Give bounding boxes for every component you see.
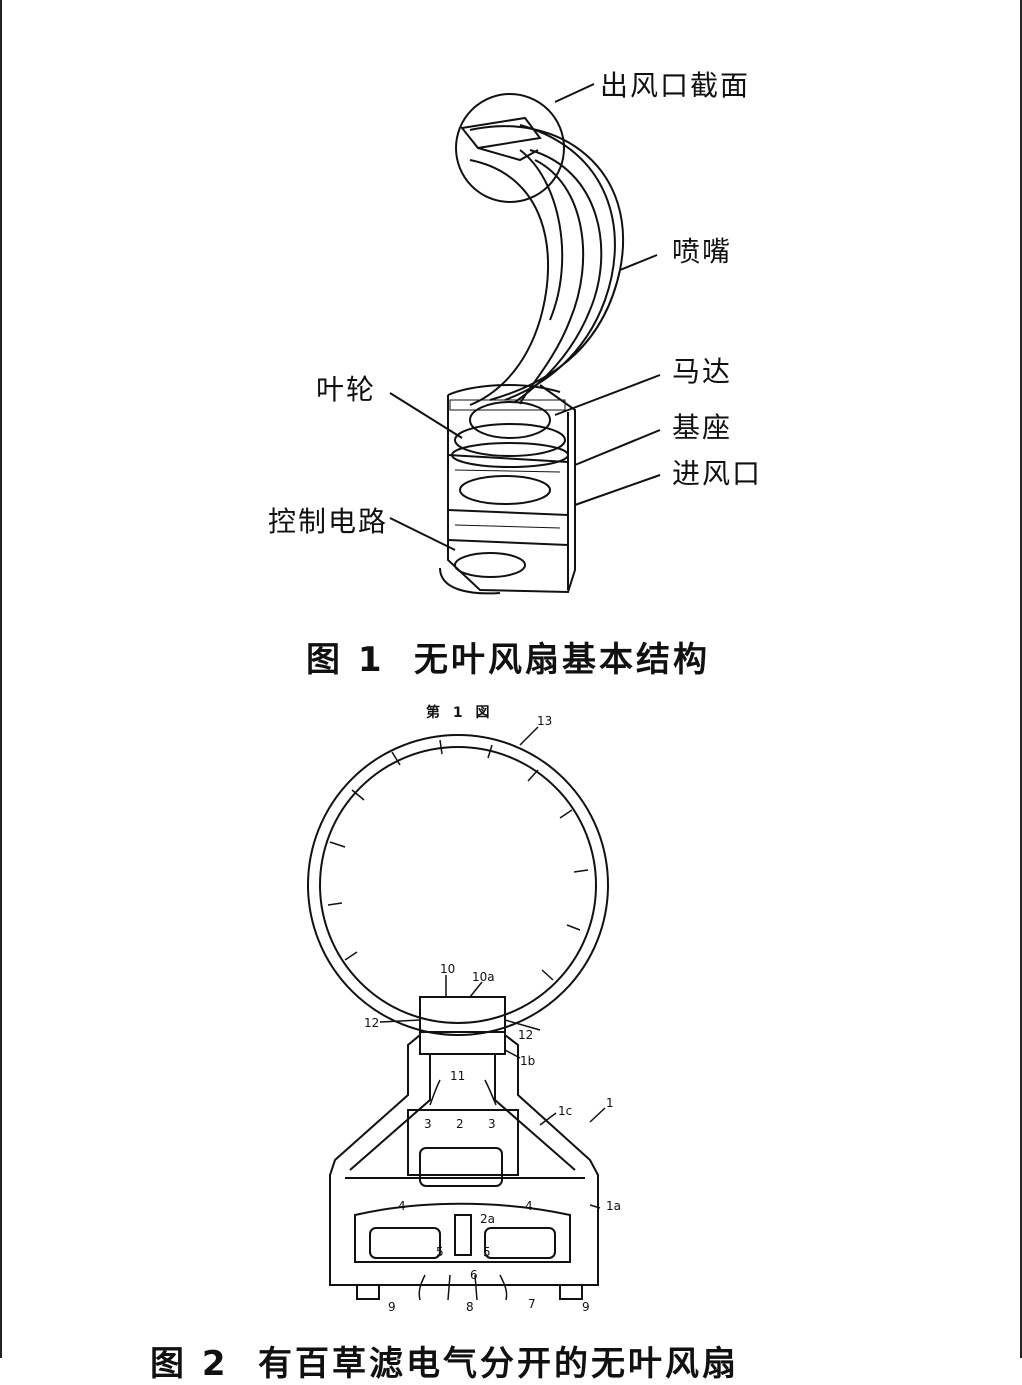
pointer-impeller	[389, 392, 463, 439]
part-10a: 10a	[472, 970, 495, 984]
part-12-right: 12	[518, 1028, 534, 1042]
figure1-caption-text: 无叶风扇基本结构	[414, 640, 710, 680]
impeller-housing	[354, 1202, 571, 1263]
foot-left	[356, 1284, 380, 1300]
part-12-left: 12	[364, 1016, 380, 1030]
part-1a: 1a	[606, 1199, 621, 1213]
part-10: 10	[440, 962, 456, 976]
ring-inner	[319, 746, 597, 1024]
nozzle-inner-curve	[469, 159, 550, 406]
label-nozzle: 喷嘴	[672, 235, 733, 268]
part-4-right: 4	[525, 1199, 533, 1213]
part-1b: 1b	[520, 1054, 536, 1068]
label-air-inlet: 进风口	[672, 457, 763, 490]
part-3-right: 3	[488, 1117, 496, 1131]
outlet-tip	[460, 116, 542, 150]
part-9-right: 9	[582, 1300, 590, 1314]
base-housing	[447, 384, 576, 594]
part-3-left: 3	[424, 1117, 432, 1131]
figure2-caption-text: 有百草滤电气分开的无叶风扇	[258, 1344, 739, 1384]
page-border-right	[1020, 0, 1022, 1358]
pointer-nozzle	[619, 254, 658, 271]
outlet-section-circle	[455, 93, 565, 203]
part-7: 7	[528, 1297, 536, 1311]
part-9-left: 9	[388, 1300, 396, 1314]
part-6: 6	[470, 1268, 478, 1282]
part-11: 11	[450, 1069, 466, 1083]
label-control-circuit: 控制电路	[268, 505, 389, 538]
part-8: 8	[466, 1300, 474, 1314]
figure1-drawing	[389, 83, 661, 595]
label-impeller: 叶轮	[316, 373, 377, 406]
control-circuit-shape	[454, 552, 526, 578]
figure1-caption-number: 图 1	[306, 640, 385, 680]
figure2-title: 第 1 図	[426, 705, 494, 721]
part-2a: 2a	[480, 1212, 495, 1226]
pointer-motor	[554, 374, 661, 416]
part-2: 2	[456, 1117, 464, 1131]
pointer-base	[574, 429, 661, 466]
part-4-left: 4	[398, 1199, 406, 1213]
ring-outer	[307, 734, 609, 1036]
page-border-left	[0, 0, 2, 1358]
part-1: 1	[606, 1096, 614, 1110]
label-base: 基座	[672, 411, 733, 444]
figure2-caption-number: 图 2	[150, 1344, 229, 1384]
foot-right	[559, 1284, 583, 1300]
part-5-left: 5	[436, 1245, 444, 1259]
label-outlet-section: 出风口截面	[600, 69, 751, 102]
pointer-outlet	[554, 83, 595, 103]
shaft-2a	[454, 1214, 472, 1256]
motor-shape	[469, 401, 551, 439]
pointer-inlet	[574, 474, 661, 506]
label-motor: 马达	[672, 355, 733, 388]
impeller-shape	[454, 423, 566, 457]
body-outline	[329, 996, 599, 1286]
pointer-control	[389, 517, 456, 551]
part-5-right: 5	[483, 1245, 491, 1259]
part-13: 13	[537, 714, 553, 728]
part-1c: 1c	[558, 1104, 573, 1118]
